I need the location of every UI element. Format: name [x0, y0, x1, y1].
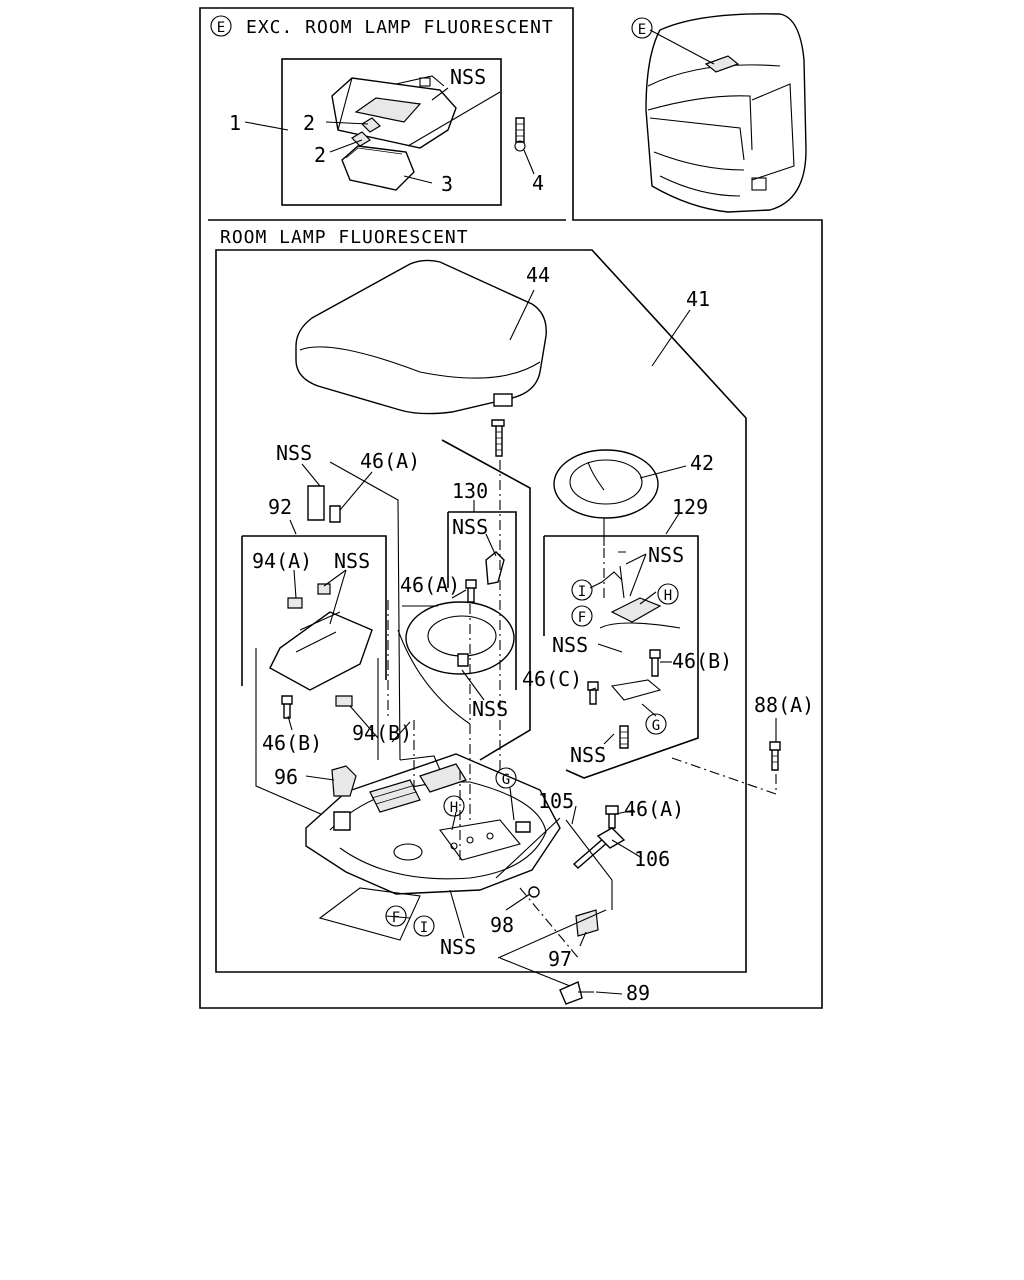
callout-46a-1: 46(A) — [360, 449, 420, 473]
callout-88a: 88(A) — [754, 693, 814, 717]
callout-nss-h: NSS — [440, 935, 476, 959]
diagram-frames — [199, 7, 823, 1009]
callout-106: 106 — [634, 847, 670, 871]
callout-nss-c: NSS — [452, 515, 488, 539]
callout-4: 4 — [532, 171, 544, 195]
callout-46b-2: 46(B) — [262, 731, 322, 755]
main-section-title: ROOM LAMP FLUORESCENT — [220, 227, 469, 248]
part-96-clip — [331, 765, 357, 797]
marker-h-1: H — [664, 588, 672, 604]
callout-1: 1 — [229, 111, 241, 135]
callout-nss-g: NSS — [570, 743, 606, 767]
marker-h-2: H — [450, 800, 458, 816]
callout-129: 129 — [672, 495, 708, 519]
callout-nss-a: NSS — [276, 441, 312, 465]
callout-42: 42 — [690, 451, 714, 475]
marker-f-2: F — [392, 910, 400, 926]
callout-44: 44 — [526, 263, 550, 287]
callout-96: 96 — [274, 765, 298, 789]
marker-f-1: F — [578, 610, 586, 626]
callout-41: 41 — [686, 287, 710, 311]
part-88a-bolt — [769, 741, 781, 771]
marker-i-1: I — [578, 584, 586, 600]
callout-nss-d: NSS — [648, 543, 684, 567]
exc-section-marker: E — [217, 20, 225, 36]
callout-3: 3 — [441, 172, 453, 196]
callout-46a-3: 46(A) — [624, 797, 684, 821]
callout-130: 130 — [452, 479, 488, 503]
callout-105: 105 — [538, 789, 574, 813]
marker-g-1: G — [652, 718, 660, 734]
callout-nss-e: NSS — [552, 633, 588, 657]
callout-nss-exc: NSS — [450, 65, 486, 89]
base-plate — [305, 753, 561, 895]
callout-46a-2: 46(A) — [400, 573, 460, 597]
connection-markers: I F H G G H F I — [385, 579, 679, 937]
callout-2a: 2 — [303, 111, 315, 135]
lamp-cover — [295, 259, 547, 457]
callout-labels: 1 2 2 3 4 NSS 44 41 42 129 130 92 NSS 46… — [229, 65, 814, 1005]
callout-46c: 46(C) — [522, 667, 582, 691]
exc-section-title: E EXC. ROOM LAMP FLUORESCENT — [210, 15, 554, 38]
callout-98: 98 — [490, 913, 514, 937]
callout-92: 92 — [268, 495, 292, 519]
callout-97: 97 — [548, 947, 572, 971]
callout-46b-1: 46(B) — [672, 649, 732, 673]
exc-section-title-text: EXC. ROOM LAMP FLUORESCENT — [246, 17, 554, 38]
lamp-ring — [553, 449, 659, 546]
callout-94a: 94(A) — [252, 549, 312, 573]
callout-89: 89 — [626, 981, 650, 1005]
marker-i-2: I — [420, 920, 428, 936]
marker-g-2: G — [502, 772, 510, 788]
callout-94b: 94(B) — [352, 721, 412, 745]
assembly-leader-lines — [387, 460, 777, 961]
parts-89-97-98 — [318, 886, 607, 1005]
bracket-assembly-92 — [241, 461, 401, 819]
socket-assembly-129 — [543, 535, 699, 779]
callout-2b: 2 — [314, 143, 326, 167]
exc-lamp-assembly — [331, 75, 526, 191]
cab-illustration: E — [631, 13, 807, 213]
cab-marker: E — [638, 22, 646, 38]
callout-nss-f: NSS — [472, 697, 508, 721]
callout-nss-b: NSS — [334, 549, 370, 573]
